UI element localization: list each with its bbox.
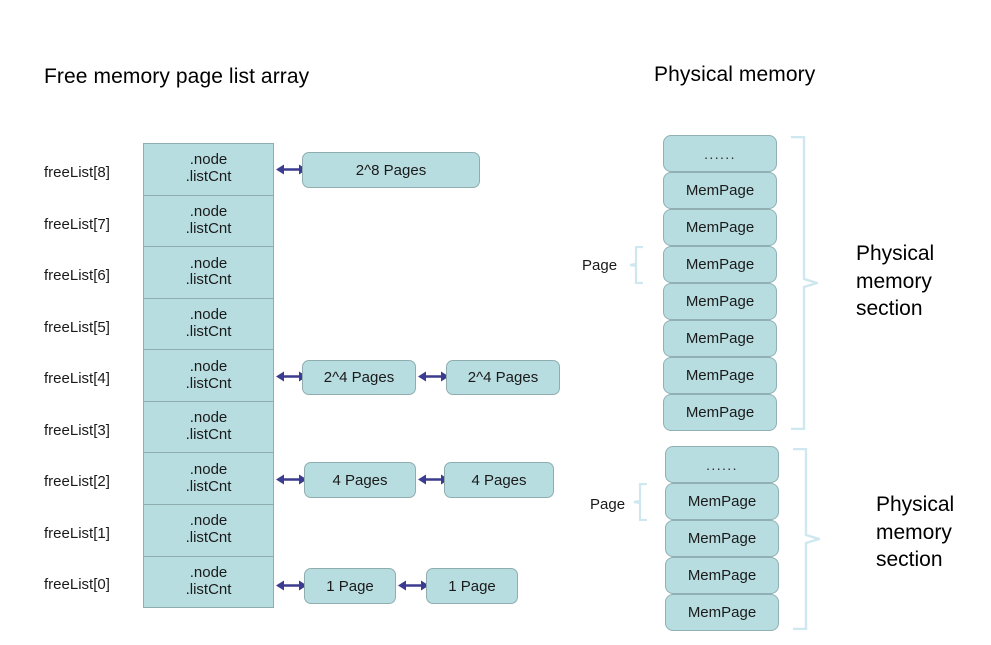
freelist-label-8: freeList[8] [44, 164, 110, 181]
freelist-cell-4-listcnt: .listCnt [185, 374, 232, 392]
page-label-top: Page [582, 257, 618, 274]
memblock-top-mempage-4[interactable]: MemPage [663, 283, 777, 320]
freelist-label-3: freeList[3] [44, 422, 110, 439]
freelist-label-0: freeList[0] [44, 576, 110, 593]
memblock-top-mempage-2[interactable]: MemPage [663, 209, 777, 246]
memblock-top-mempage-7[interactable]: MemPage [663, 394, 777, 431]
freelist-cell-0-node: .node [189, 563, 228, 581]
freelist-cell-0-listcnt: .listCnt [185, 580, 232, 598]
freelist-cell-8-listcnt: .listCnt [185, 168, 232, 186]
arrow-row0-node1-to-node2 [398, 579, 429, 592]
freelist-label-1: freeList[1] [44, 525, 110, 542]
freelist-cell-8-node: .node [189, 151, 228, 169]
section-brace-bottom [792, 448, 820, 630]
memblock-bottom-mempage-3[interactable]: MemPage [665, 557, 779, 594]
section-label-top: Physical memory section [856, 240, 934, 323]
section-label-bottom-line1: Physical [876, 493, 955, 516]
section-label-top-line2: memory [856, 269, 932, 293]
freelist-cell-5[interactable]: .node .listCnt [144, 298, 273, 351]
memblock-bottom-mempage-1[interactable]: MemPage [665, 483, 779, 520]
memblock-top-dots: ...... [663, 135, 777, 172]
memblock-top-mempage-5[interactable]: MemPage [663, 320, 777, 357]
pagebox-row2-item1[interactable]: 4 Pages [304, 462, 416, 498]
freelist-cell-5-listcnt: .listCnt [185, 322, 232, 340]
page-title-physical-memory: Physical memory [654, 63, 816, 86]
freelist-cell-6[interactable]: .node .listCnt [144, 247, 273, 299]
freelist-label-5: freeList[5] [44, 319, 110, 336]
section-label-bottom-line3: section [876, 548, 943, 572]
freelist-cell-1-listcnt: .listCnt [185, 529, 232, 547]
freelist-cell-6-node: .node [189, 254, 228, 272]
freelist-cell-3[interactable]: .node .listCnt [144, 401, 273, 454]
section-label-top-line3: section [856, 297, 923, 321]
freelist-cell-2-listcnt: .listCnt [185, 477, 232, 495]
arrow-freelist2-to-node1 [276, 473, 307, 486]
memblock-bottom-dots: ...... [665, 446, 779, 483]
freelist-cell-0[interactable]: .node .listCnt [144, 556, 273, 608]
memblock-top-mempage-3[interactable]: MemPage [663, 246, 777, 283]
freelist-cell-1[interactable]: .node .listCnt [144, 504, 273, 557]
freelist-label-7: freeList[7] [44, 216, 110, 233]
page-title-free-memory-list: Free memory page list array [44, 65, 310, 88]
page-brace-top [626, 246, 644, 284]
arrow-row4-node1-to-node2 [418, 370, 449, 383]
freelist-cell-3-listcnt: .listCnt [185, 426, 232, 444]
freelist-cell-2[interactable]: .node .listCnt [144, 453, 273, 505]
freelist-label-4: freeList[4] [44, 370, 110, 387]
memblock-top-mempage-6[interactable]: MemPage [663, 357, 777, 394]
section-label-bottom-line2: memory [876, 520, 952, 544]
pagebox-row8-item1[interactable]: 2^8 Pages [302, 152, 480, 188]
freelist-label-2: freeList[2] [44, 473, 110, 490]
freelist-cell-8[interactable]: .node .listCnt [144, 144, 273, 196]
freelist-cell-3-node: .node [189, 409, 228, 427]
pagebox-row0-item2[interactable]: 1 Page [426, 568, 518, 604]
freelist-cell-4-node: .node [189, 357, 228, 375]
freelist-cell-4[interactable]: .node .listCnt [144, 350, 273, 402]
section-brace-top [790, 136, 818, 430]
freelist-cell-7-node: .node [189, 203, 228, 221]
memblock-bottom-mempage-4[interactable]: MemPage [665, 594, 779, 631]
section-label-bottom: Physical memory section [876, 491, 954, 574]
page-brace-bottom [630, 483, 648, 521]
freelist-label-6: freeList[6] [44, 267, 110, 284]
pagebox-row4-item1[interactable]: 2^4 Pages [302, 360, 416, 395]
pagebox-row0-item1[interactable]: 1 Page [304, 568, 396, 604]
memblock-top-mempage-1[interactable]: MemPage [663, 172, 777, 209]
freelist-cell-7[interactable]: .node .listCnt [144, 195, 273, 248]
freelist-cell-2-node: .node [189, 460, 228, 478]
freelist-cell-6-listcnt: .listCnt [185, 271, 232, 289]
freelist-cell-5-node: .node [189, 306, 228, 324]
freelist-cell-1-node: .node [189, 512, 228, 530]
freelist-array: .node .listCnt .node .listCnt .node .lis… [143, 143, 274, 608]
pagebox-row4-item2[interactable]: 2^4 Pages [446, 360, 560, 395]
arrow-freelist0-to-node1 [276, 579, 307, 592]
page-label-bottom: Page [590, 496, 626, 513]
pagebox-row2-item2[interactable]: 4 Pages [444, 462, 554, 498]
section-label-top-line1: Physical [856, 242, 935, 265]
memblock-bottom-mempage-2[interactable]: MemPage [665, 520, 779, 557]
freelist-cell-7-listcnt: .listCnt [185, 219, 232, 237]
